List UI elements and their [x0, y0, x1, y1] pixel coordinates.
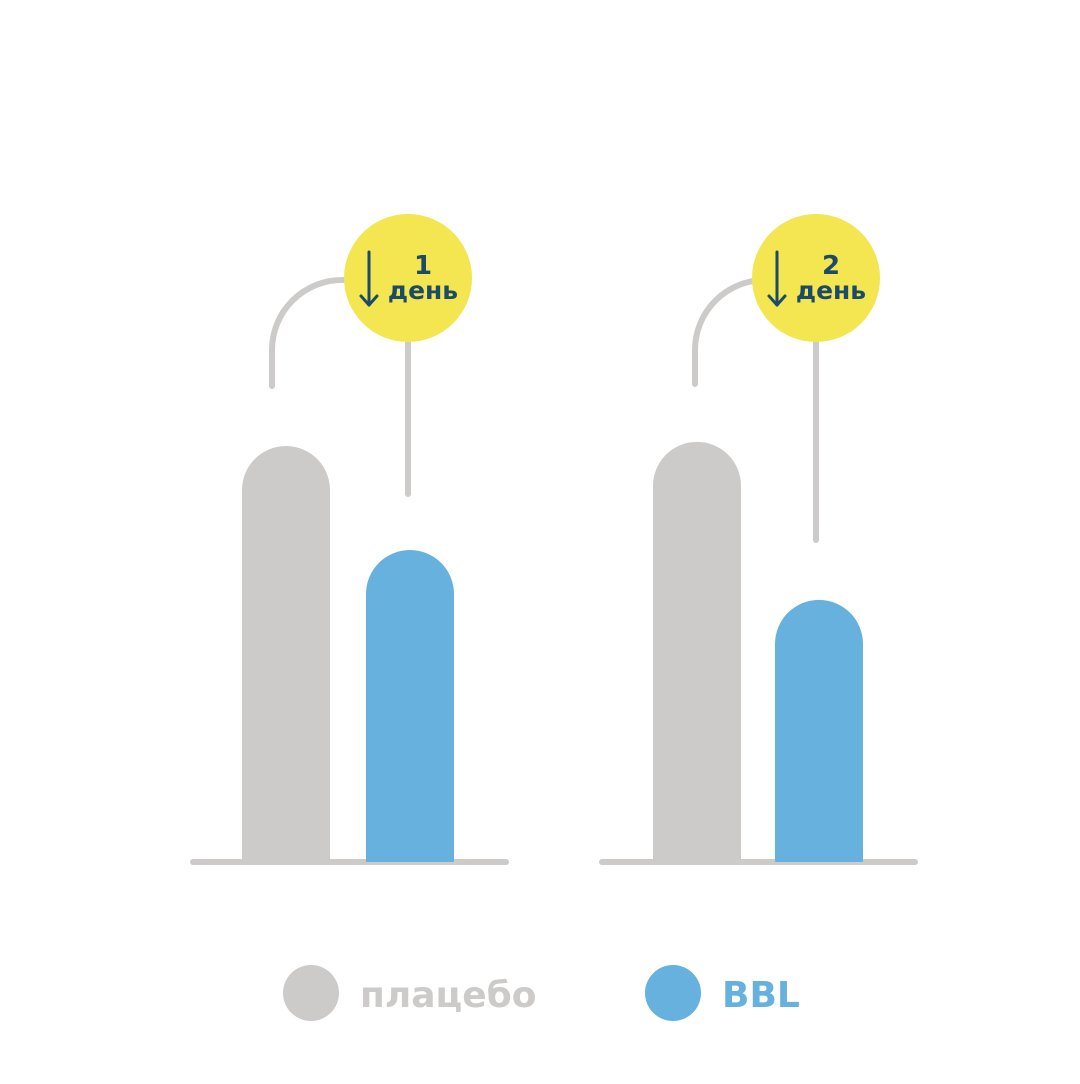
badge-unit-label: день	[796, 276, 866, 305]
legend-item-bbl: BBL	[645, 965, 800, 1021]
arrow-head	[767, 294, 787, 307]
legend: плацебо BBL	[283, 965, 800, 1021]
bar-placebo-2	[653, 441, 741, 862]
legend-label-bbl: BBL	[722, 975, 800, 1016]
bar-bbl-1	[366, 550, 454, 862]
badge-unit-label: день	[388, 276, 458, 305]
arrow-head	[359, 294, 379, 307]
badge-number: 1	[414, 251, 432, 281]
badge-number: 2	[822, 251, 840, 281]
legend-label-placebo: плацебо	[360, 975, 537, 1016]
connector-hook	[269, 277, 391, 389]
down-arrow-icon	[359, 250, 379, 307]
bar-placebo-1	[242, 446, 330, 862]
down-arrow-icon	[767, 250, 787, 307]
bar-bbl-2	[775, 599, 863, 862]
legend-swatch-placebo	[283, 965, 339, 1021]
badge-circle	[344, 214, 472, 342]
legend-swatch-bbl	[645, 965, 701, 1021]
badge-circle	[752, 214, 880, 342]
legend-item-placebo: плацебо	[283, 965, 537, 1021]
